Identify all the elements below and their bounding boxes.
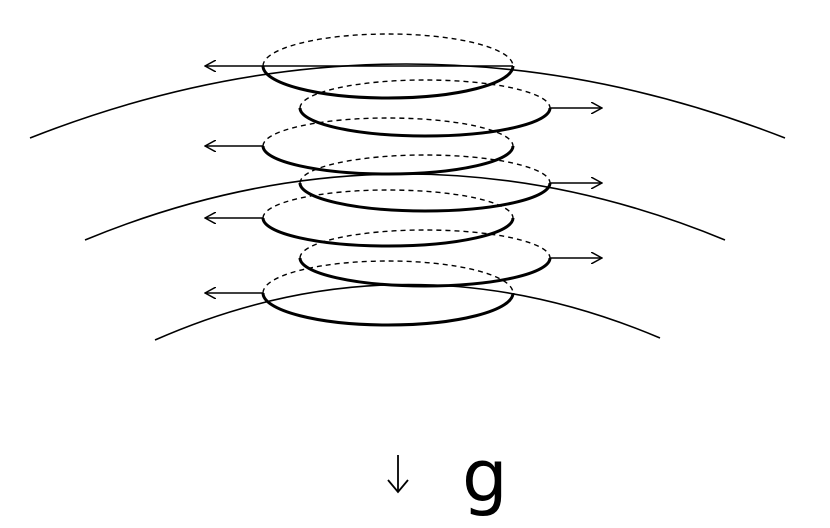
layer-curve-top (29, 63, 786, 139)
vortex-ring-2 (298, 79, 552, 138)
vortex-ring-3 (261, 117, 515, 176)
vortex-ring-6 (298, 229, 552, 288)
vortex-ring-7 (261, 260, 515, 327)
vortex-ring-5 (261, 189, 515, 248)
vortex-ring-4 (298, 154, 552, 213)
vortex-ring-1 (261, 33, 515, 100)
gravity-label: g (462, 434, 508, 518)
down-arrow-icon (387, 455, 409, 494)
